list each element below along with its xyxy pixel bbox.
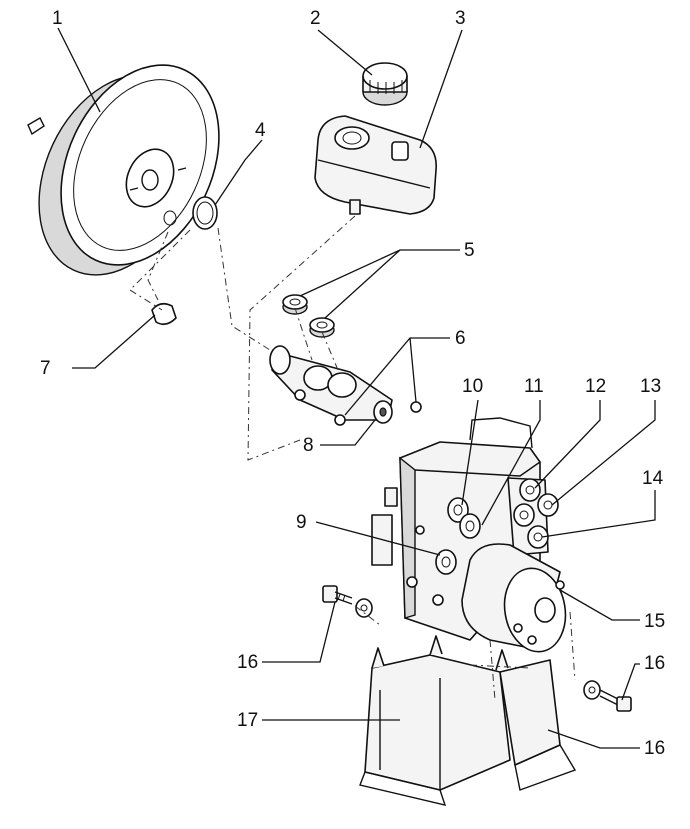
- pump-motor: [461, 543, 567, 653]
- callout-2: 2: [310, 8, 321, 29]
- fluid-reservoir: [314, 115, 437, 215]
- callout-7: 7: [40, 358, 51, 379]
- retaining-clip: [151, 302, 177, 326]
- brake-booster: [27, 64, 220, 276]
- assembly-lines: [129, 215, 576, 701]
- seal-ring: [192, 196, 218, 230]
- callout-17: 17: [237, 710, 258, 731]
- callout-16-lower: 16: [644, 738, 665, 759]
- master-cylinder: [269, 345, 422, 426]
- callout-13: 13: [640, 376, 661, 397]
- callout-10: 10: [462, 376, 483, 397]
- callout-9: 9: [296, 512, 307, 533]
- callout-6: 6: [455, 328, 466, 349]
- callout-8: 8: [303, 435, 314, 456]
- callout-16-left: 16: [237, 652, 258, 673]
- callout-3: 3: [455, 8, 466, 29]
- mounting-bolt-left: [322, 585, 373, 618]
- mounting-bolt-right: [583, 680, 632, 712]
- callout-16-right: 16: [644, 653, 665, 674]
- callout-4: 4: [255, 120, 266, 141]
- callout-5: 5: [464, 240, 475, 261]
- reservoir-grommets: [282, 294, 335, 338]
- callout-11: 11: [524, 376, 544, 397]
- callout-12: 12: [585, 376, 606, 397]
- callout-1: 1: [52, 8, 63, 29]
- leader-lines: [57, 27, 656, 749]
- mounting-bracket: [359, 635, 577, 806]
- callout-14: 14: [642, 468, 664, 489]
- callout-labels: 1 2 3 4 5 6 7 8 9 10 11 12 13 14 15 16 1…: [40, 8, 665, 759]
- callout-15: 15: [644, 611, 665, 632]
- reservoir-cap: [362, 62, 408, 106]
